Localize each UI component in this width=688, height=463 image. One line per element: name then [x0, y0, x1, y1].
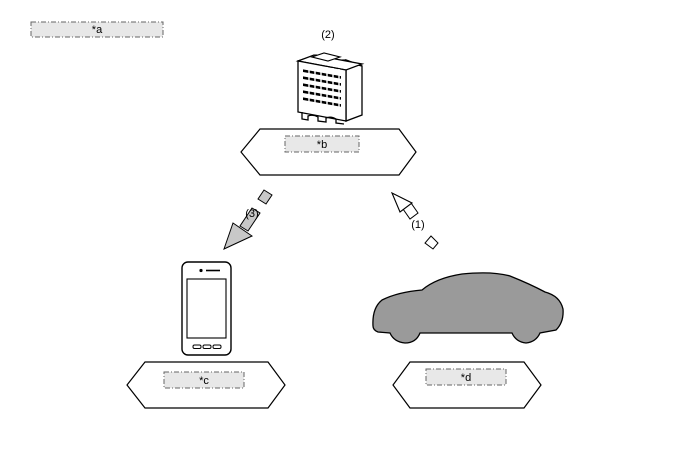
server-hexagon: *b [240, 128, 417, 176]
step-2-label: (2) [321, 29, 334, 41]
label-a-text: *a [92, 24, 103, 36]
label-d-text: *d [461, 372, 471, 384]
car-icon [372, 272, 564, 344]
label-a: *a [30, 21, 164, 38]
arrow-server-to-phone [223, 189, 273, 250]
label-b-text: *b [317, 139, 327, 151]
arrow-car-to-server [390, 191, 439, 250]
car-hexagon: *d [392, 361, 542, 409]
label-c-text: *c [199, 375, 209, 387]
phone-hexagon: *c [126, 361, 286, 409]
step-3-label: (3) [245, 208, 258, 220]
step-1-label: (1) [411, 219, 424, 231]
smartphone-icon [181, 261, 232, 356]
building-server-icon [295, 52, 365, 125]
